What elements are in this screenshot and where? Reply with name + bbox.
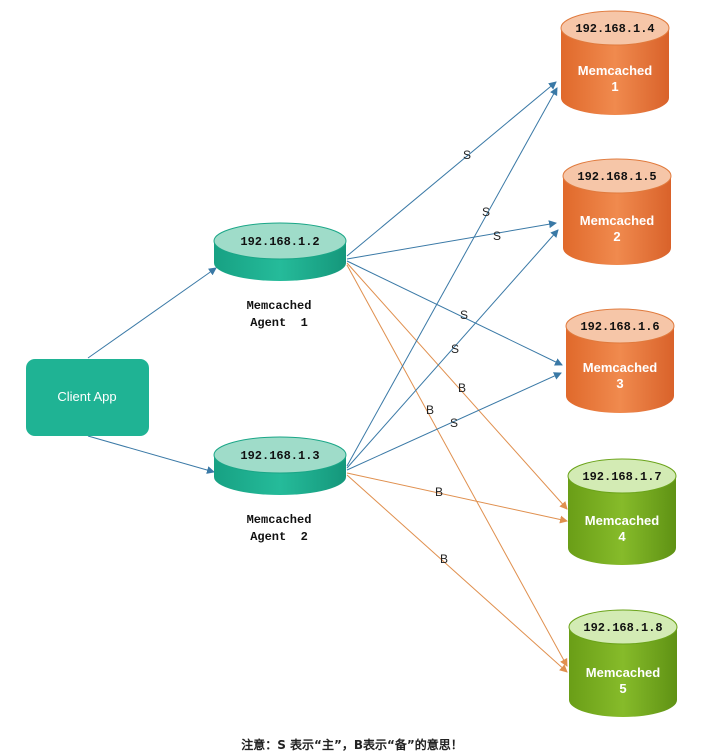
server-2-num: 2: [613, 229, 620, 244]
server-4-node[interactable]: 192.168.1.7 Memcached 4: [567, 458, 677, 565]
server-5-ip: 192.168.1.8: [583, 621, 662, 635]
agent-2-name-line2: Agent 2: [250, 530, 308, 544]
server-3-num: 3: [616, 376, 623, 391]
agent-1-ip: 192.168.1.2: [240, 235, 319, 249]
server-3-node[interactable]: 192.168.1.6 Memcached 3: [565, 308, 675, 413]
server-3-name: Memcached: [583, 360, 657, 375]
edge-labels: S S S S S B B S B B: [426, 148, 501, 566]
agent-1-name-line1: Memcached: [247, 299, 312, 313]
label-a1-s3: S: [460, 308, 468, 322]
label-a1-b4: B: [458, 381, 466, 395]
server-1-name: Memcached: [578, 63, 652, 78]
edge-agent1-server5: [346, 264, 568, 667]
edge-agent1-server3: [346, 260, 563, 366]
server-4-ip: 192.168.1.7: [582, 470, 661, 484]
server-4-num: 4: [618, 529, 626, 544]
label-a1-b5: B: [426, 403, 434, 417]
server-5-num: 5: [619, 681, 626, 696]
edge-agent2-server2: [346, 229, 559, 469]
server-2-node[interactable]: 192.168.1.5 Memcached 2: [562, 158, 672, 265]
client-app-label: Client App: [57, 389, 116, 404]
label-a2-b4: B: [435, 485, 443, 499]
server-1-node[interactable]: 192.168.1.4 Memcached 1: [560, 10, 670, 115]
client-app-node[interactable]: Client App: [26, 359, 149, 436]
server-2-ip: 192.168.1.5: [577, 170, 656, 184]
agent-1-node[interactable]: 192.168.1.2: [213, 222, 347, 281]
server-3-ip: 192.168.1.6: [580, 320, 659, 334]
edge-agent1-server1: [346, 81, 557, 257]
label-a2-s1: S: [482, 205, 490, 219]
label-a2-s3: S: [450, 416, 458, 430]
agent1-edges: [346, 81, 568, 667]
server-2-name: Memcached: [580, 213, 654, 228]
server-5-node[interactable]: 192.168.1.8 Memcached 5: [568, 609, 678, 717]
edge-agent2-server1: [346, 87, 558, 467]
edge-agent2-server3: [346, 372, 562, 471]
agent2-edges: [346, 87, 568, 673]
server-1-ip: 192.168.1.4: [575, 22, 654, 36]
label-a1-s1: S: [463, 148, 471, 162]
client-edges: [87, 267, 217, 474]
agent-2-node[interactable]: 192.168.1.3: [213, 436, 347, 495]
label-a1-s2: S: [493, 229, 501, 243]
edge-agent2-server4: [346, 472, 568, 524]
agent-2-ip: 192.168.1.3: [240, 449, 319, 463]
server-5-name: Memcached: [586, 665, 660, 680]
agent-2-name-line1: Memcached: [247, 513, 312, 527]
label-a2-b5: B: [440, 552, 448, 566]
agent-1-name-line2: Agent 1: [250, 316, 308, 330]
edge-agent1-server4: [346, 262, 568, 510]
edge-agent2-server5: [346, 474, 568, 673]
label-a2-s2: S: [451, 342, 459, 356]
footer-note: 注意：S 表示“主”，B表示“备”的意思！: [241, 738, 463, 752]
server-1-num: 1: [611, 79, 618, 94]
edge-client-agent2: [87, 435, 215, 474]
server-4-name: Memcached: [585, 513, 659, 528]
edge-client-agent1: [87, 267, 217, 359]
edge-agent1-server2: [346, 220, 557, 260]
